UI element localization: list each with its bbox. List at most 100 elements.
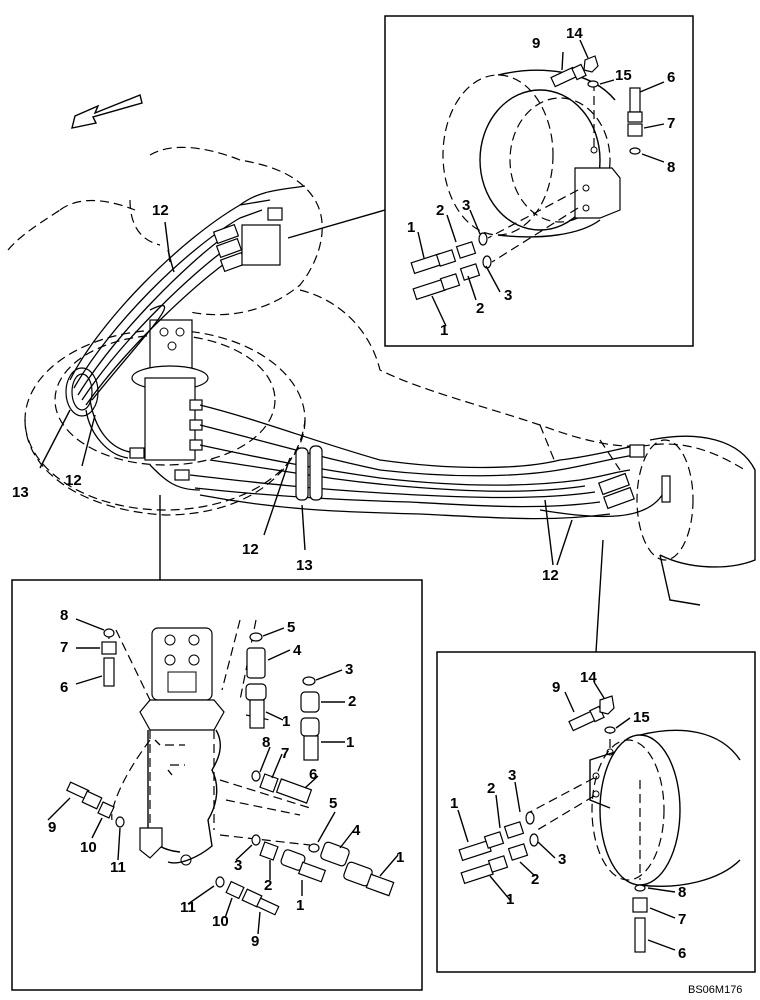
bl-hose-1c bbox=[365, 873, 395, 897]
br-callout-7: 7 bbox=[678, 911, 686, 928]
right-track-motor bbox=[598, 435, 756, 606]
bl-oring-8b bbox=[251, 770, 261, 782]
br-callout-2a: 2 bbox=[487, 780, 495, 797]
bl-oring-3b bbox=[251, 834, 261, 846]
bl-callout-11b: 11 bbox=[180, 899, 196, 916]
callout-12c: 12 bbox=[242, 541, 259, 558]
bl-callout-3b: 3 bbox=[234, 857, 242, 874]
tr-callout-1a: 1 bbox=[407, 219, 415, 236]
callout-13a: 13 bbox=[12, 484, 29, 501]
track-hoses bbox=[189, 404, 666, 520]
br-callout-9: 9 bbox=[552, 679, 560, 696]
tr-callout-14: 14 bbox=[566, 25, 583, 42]
br-callout-1b: 1 bbox=[506, 891, 514, 908]
fitting-7-tr bbox=[627, 123, 643, 137]
bl-fitting-1a bbox=[300, 717, 320, 737]
direction-arrow-icon bbox=[71, 94, 143, 129]
bl-callout-3a: 3 bbox=[345, 661, 353, 678]
br-fitting-7 bbox=[632, 897, 648, 913]
bl-hose-1b bbox=[249, 699, 265, 729]
bl-callout-10a: 10 bbox=[80, 839, 97, 856]
br-callout-1a: 1 bbox=[450, 795, 458, 812]
br-callout-6: 6 bbox=[678, 945, 686, 962]
fitting-6-tr bbox=[627, 87, 643, 123]
callout-13b: 13 bbox=[296, 557, 313, 574]
bl-callout-8b: 8 bbox=[262, 734, 270, 751]
center-swivel-joint bbox=[129, 319, 209, 481]
drawing-code: BS06M176 bbox=[688, 984, 742, 996]
bl-hose-1a bbox=[303, 735, 319, 761]
oring-8-tr bbox=[629, 147, 641, 155]
bl-oring-5a bbox=[249, 632, 263, 642]
br-hose-fittings bbox=[458, 811, 539, 885]
bl-callout-2b: 2 bbox=[264, 877, 272, 894]
tr-callout-6: 6 bbox=[667, 69, 675, 86]
br-callout-2b: 2 bbox=[531, 871, 539, 888]
bl-oring-8a bbox=[103, 628, 115, 638]
br-fitting-14 bbox=[599, 695, 615, 715]
tr-callout-15: 15 bbox=[615, 67, 632, 84]
detail-bottom-right: 9 14 15 1 2 3 3 2 1 8 7 6 bbox=[436, 651, 756, 973]
br-callout-15: 15 bbox=[633, 709, 650, 726]
tr-callout-1b: 1 bbox=[440, 322, 448, 339]
bl-callout-5b: 5 bbox=[329, 795, 337, 812]
bl-callout-1d: 1 bbox=[296, 897, 304, 914]
bl-fitting-4a bbox=[246, 647, 266, 679]
bl-hose-1d bbox=[297, 861, 327, 883]
bl-callout-6b: 6 bbox=[309, 766, 317, 783]
tr-callout-7: 7 bbox=[667, 115, 675, 132]
bl-callout-9a: 9 bbox=[48, 819, 56, 836]
callout-12d: 12 bbox=[542, 567, 559, 584]
tr-callout-8: 8 bbox=[667, 159, 675, 176]
tr-callout-2b: 2 bbox=[476, 300, 484, 317]
callout-12a: 12 bbox=[152, 202, 169, 219]
bl-fitting-9a bbox=[81, 790, 103, 810]
bl-fitting-4b bbox=[320, 841, 350, 867]
bl-fitting-7b bbox=[259, 773, 279, 793]
bl-callout-1a: 1 bbox=[346, 734, 354, 751]
br-oring-8 bbox=[634, 884, 646, 892]
br-fitting-6 bbox=[634, 917, 646, 953]
bl-callout-4b: 4 bbox=[352, 822, 361, 839]
tr-callout-2a: 2 bbox=[436, 202, 444, 219]
bl-callout-5a: 5 bbox=[287, 619, 295, 636]
bl-callout-1b: 1 bbox=[282, 713, 290, 730]
bl-callout-4a: 4 bbox=[293, 642, 302, 659]
bl-fitting-10a bbox=[97, 801, 115, 819]
lower-hoses-left bbox=[85, 399, 201, 491]
bl-callout-8a: 8 bbox=[60, 607, 68, 624]
bl-fitting-7a bbox=[101, 641, 117, 655]
bl-oring-3a bbox=[302, 676, 316, 686]
br-callout-14: 14 bbox=[580, 669, 597, 686]
oring-15-tr bbox=[587, 80, 599, 88]
detail-top-right: 9 14 15 6 7 8 1 2 3 3 2 1 bbox=[384, 15, 694, 347]
bl-oring-5b bbox=[308, 843, 320, 853]
tr-callout-3b: 3 bbox=[504, 287, 512, 304]
tr-callout-9: 9 bbox=[532, 35, 540, 52]
bl-oring-11a bbox=[115, 816, 125, 828]
fitting-14-tr bbox=[583, 55, 599, 73]
hose-clamp-middle bbox=[295, 445, 323, 501]
bl-callout-6a: 6 bbox=[60, 679, 68, 696]
tr-callout-3a: 3 bbox=[462, 197, 470, 214]
bl-callout-2a: 2 bbox=[348, 693, 356, 710]
bl-fitting-10b bbox=[225, 880, 245, 900]
bl-fitting-1b bbox=[245, 683, 267, 701]
bl-hose-9b bbox=[256, 897, 280, 916]
detail-bottom-left: 8 7 6 5 4 3 2 1 1 8 7 6 5 4 1 9 10 11 3 … bbox=[11, 579, 423, 991]
br-callout-8: 8 bbox=[678, 884, 686, 901]
main-assembly-view: 12 13 12 12 13 12 bbox=[7, 94, 756, 653]
bl-callout-7b: 7 bbox=[281, 745, 289, 762]
bl-callout-1c: 1 bbox=[396, 849, 404, 866]
br-oring-15 bbox=[604, 726, 616, 734]
bl-callout-7a: 7 bbox=[60, 639, 68, 656]
bl-fitting-2b bbox=[259, 841, 279, 861]
bl-fitting-6a bbox=[103, 657, 115, 687]
bl-fitting-6b bbox=[275, 778, 313, 804]
bl-callout-9b: 9 bbox=[251, 933, 259, 950]
br-callout-3a: 3 bbox=[508, 767, 516, 784]
hose-clamp-left bbox=[65, 367, 99, 417]
bl-oring-11b bbox=[215, 876, 225, 888]
callout-12b: 12 bbox=[65, 472, 82, 489]
